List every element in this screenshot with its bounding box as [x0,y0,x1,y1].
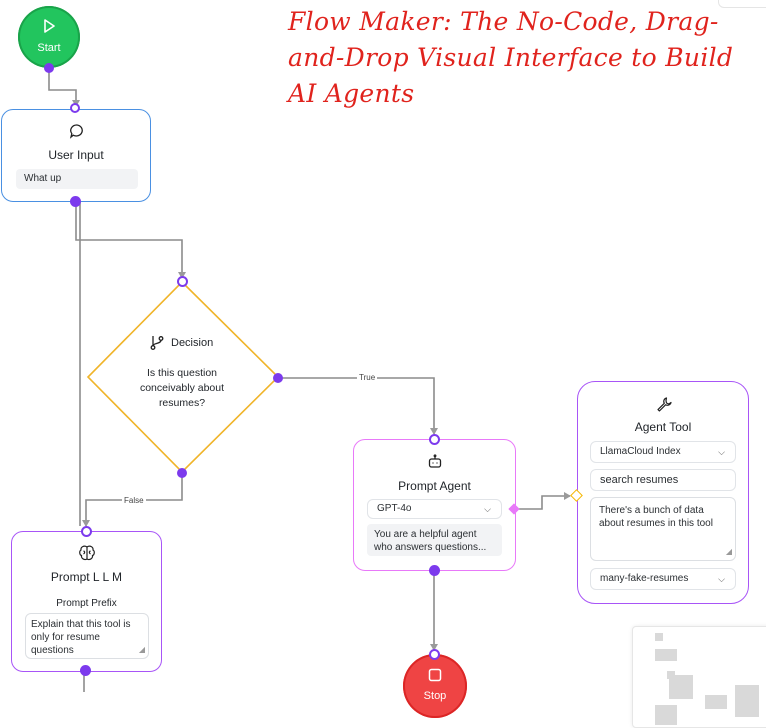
stop-square-icon [428,668,442,682]
minimap-node [655,649,677,661]
tool-type-value: LlamaCloud Index [600,446,681,457]
headline-line-2: and-Drop Visual Interface to Build [288,43,734,72]
prompt-agent-title: Prompt Agent [398,479,471,493]
agent-tool-title: Agent Tool [634,420,692,434]
start-node[interactable]: Start [18,6,80,68]
edge-decision-true[interactable] [278,377,435,434]
decision-false-handle[interactable] [177,468,187,478]
tool-description-text: There's a bunch of data about resumes in… [599,505,713,529]
prompt-prefix-textarea[interactable]: Explain that this tool is only for resum… [25,613,149,659]
edge-start-user-input[interactable] [48,68,77,106]
prompt-llm-node[interactable]: Prompt L L M Prompt Prefix Explain that … [11,531,162,672]
prompt-llm-output-handle[interactable] [80,665,91,676]
minimap[interactable] [632,626,766,728]
stop-input-handle[interactable] [429,649,440,660]
prompt-agent-output-handle[interactable] [429,565,440,576]
edge-user-input-decision[interactable] [75,201,183,278]
model-select-value: GPT-4o [377,503,412,514]
brain-icon [79,545,95,561]
arrow-head [82,520,90,527]
user-input-field[interactable]: What up [16,169,138,189]
stop-label: Stop [423,690,447,702]
tool-description-textarea[interactable]: There's a bunch of data about resumes in… [590,497,736,561]
index-select[interactable]: many-fake-resumes ⌵ [590,568,736,590]
wrench-icon [657,397,672,412]
start-label: Start [37,42,61,54]
play-icon [44,19,55,33]
arrow-head [178,272,186,279]
start-output-handle[interactable] [44,63,54,73]
edge-label-false: False [122,496,146,505]
arrow-head [430,644,438,651]
user-input-output-handle[interactable] [70,196,81,207]
prompt-prefix-label: Prompt Prefix [56,598,117,609]
minimap-node [669,675,693,699]
decision-title: Decision [171,337,214,349]
prompt-llm-input-handle[interactable] [81,526,92,537]
decision-question: Is this question conceivably about resum… [139,367,225,409]
chat-bubble-icon [69,124,83,139]
edge-agent-tool[interactable] [515,495,570,510]
headline-line-3: AI Agents [288,79,415,108]
model-select[interactable]: GPT-4o ⌵ [367,499,502,519]
index-value: many-fake-resumes [600,573,689,584]
arrow-head [564,492,571,500]
minimap-node [735,685,759,717]
agent-tool-node[interactable]: Agent Tool LlamaCloud Index ⌵ search res… [577,381,749,604]
tool-type-select[interactable]: LlamaCloud Index ⌵ [590,441,736,463]
headline: Flow Maker: The No-Code, Drag- and-Drop … [288,4,758,112]
minimap-node [705,695,727,709]
toolbar-panel-edge [718,0,766,8]
tool-name-input[interactable]: search resumes [590,469,736,491]
prompt-llm-title: Prompt L L M [50,570,123,584]
branch-icon [150,336,164,350]
chevron-down-icon: ⌵ [718,447,725,457]
prompt-prefix-text: Explain that this tool is only for resum… [31,619,131,656]
arrow-head [430,428,438,435]
prompt-agent-node[interactable]: Prompt Agent GPT-4o ⌵ You are a helpful … [353,439,516,571]
chevron-down-icon: ⌵ [718,574,725,584]
resize-grip-icon[interactable]: ◢ [138,645,145,654]
user-input-title: User Input [48,148,104,162]
headline-line-1: Flow Maker: The No-Code, Drag- [288,7,719,36]
decision-input-handle[interactable] [177,276,188,287]
stop-node[interactable]: Stop [403,654,467,718]
resize-grip-icon[interactable]: ◢ [725,547,732,556]
prompt-agent-input-handle[interactable] [429,434,440,445]
user-input-node[interactable]: User Input What up [1,109,151,202]
user-input-input-handle[interactable] [70,103,80,113]
minimap-node [655,705,677,725]
robot-icon [428,454,442,468]
minimap-node [655,633,663,641]
system-prompt-field[interactable]: You are a helpful agent who answers ques… [367,524,502,556]
edge-label-true: True [357,373,378,382]
decision-true-handle[interactable] [273,373,283,383]
chevron-down-icon: ⌵ [484,504,491,514]
